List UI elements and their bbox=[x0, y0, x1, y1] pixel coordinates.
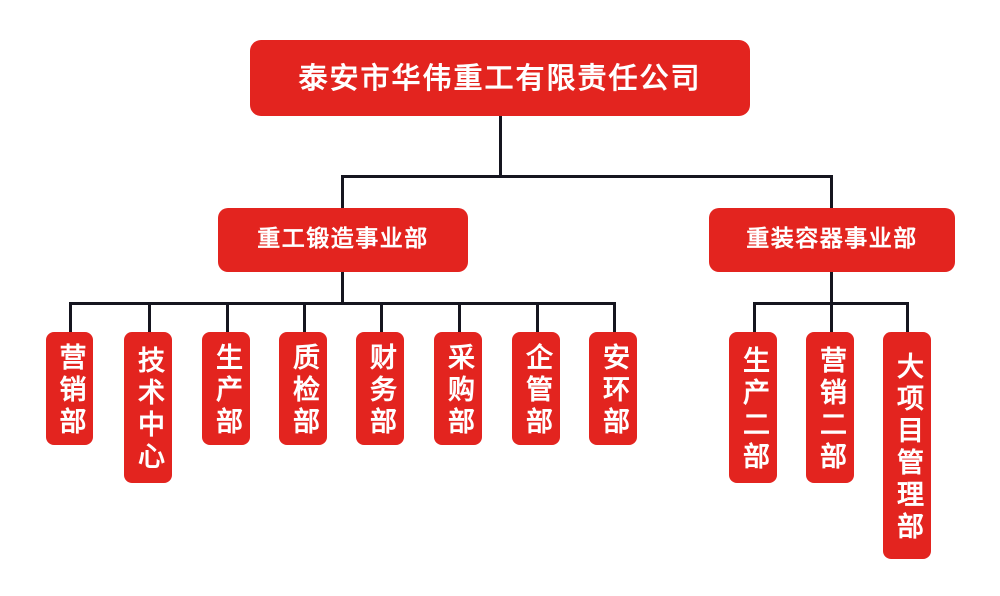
org-node-dept-production-2-label: 生产二部 bbox=[737, 346, 769, 474]
connector-drop-division-right bbox=[830, 175, 833, 209]
org-node-dept-production-label: 生产部 bbox=[210, 343, 242, 439]
connector-drop-dept-r1 bbox=[753, 302, 756, 333]
connector-drop-dept-7 bbox=[536, 302, 539, 333]
org-node-dept-marketing-label: 营销部 bbox=[54, 343, 86, 439]
org-node-dept-purchasing-label: 采购部 bbox=[442, 343, 474, 439]
org-node-dept-tech-center[interactable]: 技术中心 bbox=[124, 332, 172, 483]
org-node-dept-marketing-2[interactable]: 营销二部 bbox=[806, 332, 854, 483]
org-node-dept-enterprise-mgmt-label: 企管部 bbox=[520, 343, 552, 439]
connector-drop-dept-r2 bbox=[830, 302, 833, 333]
connector-left-dept-bus bbox=[69, 302, 613, 305]
org-node-dept-marketing[interactable]: 营销部 bbox=[46, 332, 93, 445]
org-node-dept-safety-env-label: 安环部 bbox=[597, 343, 629, 439]
org-node-dept-enterprise-mgmt[interactable]: 企管部 bbox=[512, 332, 560, 445]
connector-drop-dept-8 bbox=[613, 302, 616, 333]
connector-drop-dept-6 bbox=[458, 302, 461, 333]
connector-left-division-stem bbox=[341, 272, 344, 304]
org-node-root[interactable]: 泰安市华伟重工有限责任公司 bbox=[250, 40, 750, 116]
connector-drop-dept-r3 bbox=[906, 302, 909, 333]
connector-level1-bus bbox=[341, 175, 833, 178]
org-node-root-label: 泰安市华伟重工有限责任公司 bbox=[298, 60, 702, 95]
org-node-dept-major-project-mgmt[interactable]: 大项目管理部 bbox=[883, 332, 931, 559]
connector-drop-dept-3 bbox=[226, 302, 229, 333]
org-node-dept-safety-env[interactable]: 安环部 bbox=[589, 332, 637, 445]
connector-drop-dept-2 bbox=[148, 302, 151, 333]
connector-drop-dept-5 bbox=[380, 302, 383, 333]
org-node-division-vessel[interactable]: 重装容器事业部 bbox=[709, 208, 955, 272]
org-node-dept-tech-center-label: 技术中心 bbox=[132, 346, 164, 474]
org-node-division-vessel-label: 重装容器事业部 bbox=[746, 226, 918, 253]
org-node-dept-major-project-mgmt-label: 大项目管理部 bbox=[891, 352, 923, 544]
org-node-dept-production[interactable]: 生产部 bbox=[202, 332, 250, 445]
org-node-dept-quality-label: 质检部 bbox=[287, 343, 319, 439]
connector-right-division-stem bbox=[830, 272, 833, 304]
org-node-dept-production-2[interactable]: 生产二部 bbox=[729, 332, 777, 483]
org-node-dept-marketing-2-label: 营销二部 bbox=[814, 346, 846, 474]
connector-drop-division-left bbox=[341, 175, 344, 209]
org-node-division-forging-label: 重工锻造事业部 bbox=[257, 226, 429, 253]
org-node-dept-quality[interactable]: 质检部 bbox=[279, 332, 327, 445]
org-node-division-forging[interactable]: 重工锻造事业部 bbox=[218, 208, 468, 272]
org-node-dept-purchasing[interactable]: 采购部 bbox=[434, 332, 482, 445]
connector-root-stem bbox=[499, 115, 502, 177]
connector-drop-dept-4 bbox=[303, 302, 306, 333]
org-node-dept-finance[interactable]: 财务部 bbox=[356, 332, 404, 445]
connector-drop-dept-1 bbox=[69, 302, 72, 333]
org-node-dept-finance-label: 财务部 bbox=[364, 343, 396, 439]
